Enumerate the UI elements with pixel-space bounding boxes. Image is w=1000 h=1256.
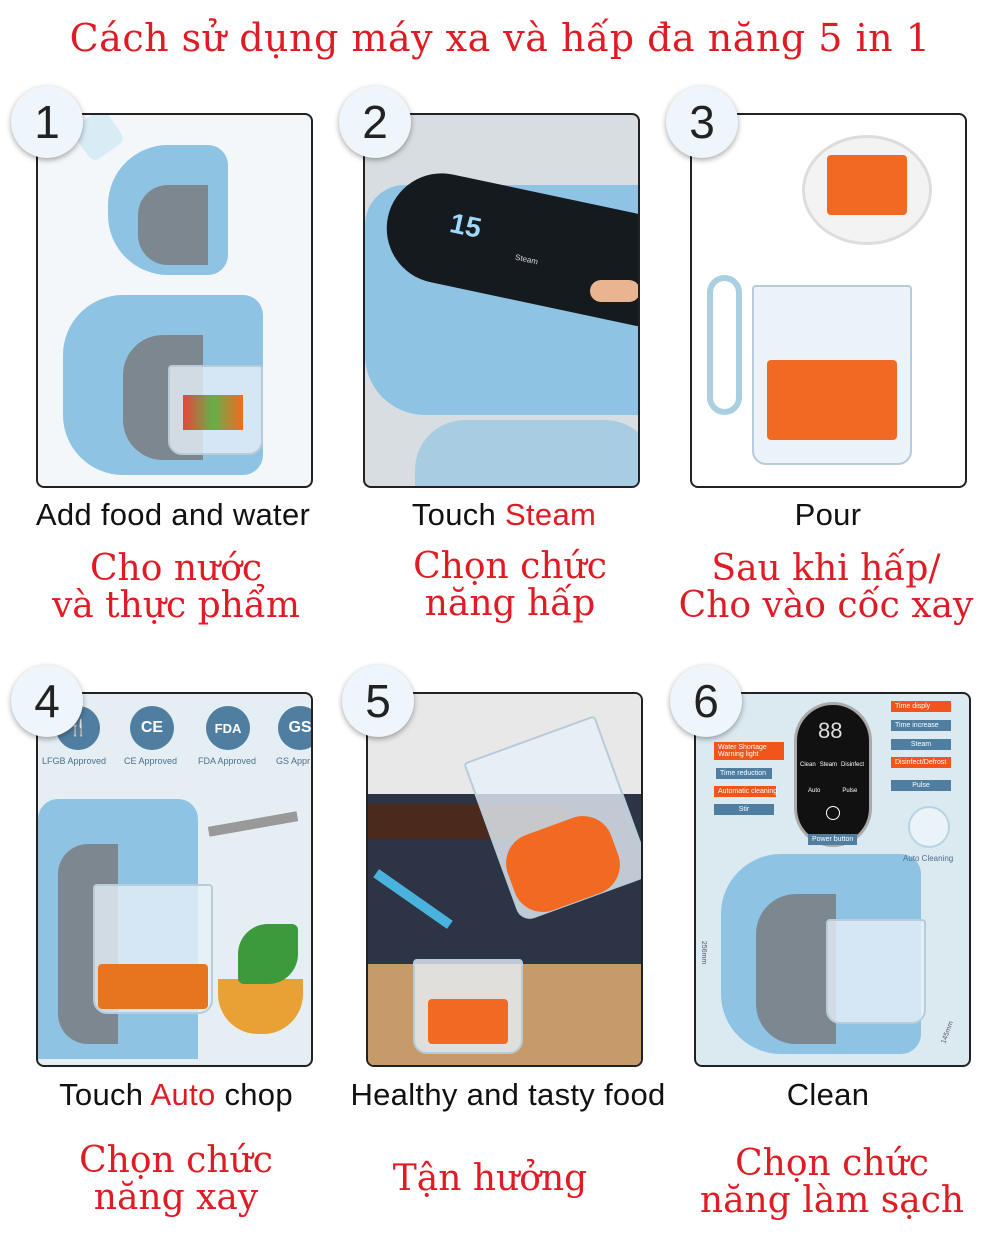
caption-text: Touch <box>411 497 506 532</box>
panel-buttons-row-2: Auto Pulse <box>808 788 857 794</box>
label-time-increase: Time increase <box>891 720 951 731</box>
step-2-image: 15 Steam <box>363 113 640 488</box>
carrots-in-jar <box>767 360 897 440</box>
puree-bowl <box>218 979 303 1034</box>
pulse-button[interactable]: Pulse <box>842 788 858 794</box>
step-number-1: 1 <box>11 86 83 158</box>
jar-handle <box>707 275 742 415</box>
appliance-body <box>138 185 208 265</box>
caption-text: chop <box>215 1077 293 1112</box>
vi-line-1: Chọn chức <box>413 546 607 587</box>
label-time-display: Time disply <box>891 701 951 712</box>
gs-icon: GS <box>278 706 311 750</box>
step-5-image <box>366 692 643 1067</box>
step-number-4: 4 <box>11 665 83 737</box>
finger <box>590 280 638 302</box>
page-title: Cách sử dụng máy xa và hấp đa năng 5 in … <box>69 16 931 60</box>
step-number-6: 6 <box>670 665 742 737</box>
width-dimension: 145mm <box>940 1020 955 1045</box>
control-panel <box>794 702 872 847</box>
vi-line-1: Sau khi hấp/ <box>711 548 941 589</box>
jar <box>826 919 926 1024</box>
vi-line-1: Chọn chức <box>79 1140 273 1181</box>
step-5-caption-vi: Tận hưởng <box>392 1158 588 1199</box>
carrots <box>827 155 907 215</box>
step-1-image <box>36 113 313 488</box>
vi-line-2: năng làm sạch <box>699 1180 965 1221</box>
greens <box>238 924 298 984</box>
step-3-image <box>690 113 967 488</box>
label-steam: Steam <box>891 739 951 750</box>
time-display: 88 <box>818 718 843 743</box>
auto-cleaning-icon[interactable] <box>908 806 950 848</box>
caption-highlight: Steam <box>505 497 597 532</box>
blade <box>207 811 299 837</box>
step-1-caption-en: Add food and water <box>35 497 311 532</box>
label-pulse: Pulse <box>891 780 951 791</box>
steam-button[interactable]: Steam <box>819 762 838 768</box>
step-number-2: 2 <box>339 86 411 158</box>
time-display: 15 <box>447 207 485 244</box>
vi-line-1: Cho nước <box>89 548 263 589</box>
disinfect-button[interactable]: Disinfect <box>841 762 865 768</box>
badge-label: CE Approved <box>124 756 178 766</box>
label-disinfect: Disinfect/Defrost <box>891 757 951 768</box>
carrot-pieces <box>428 999 508 1044</box>
height-dimension: 256mm <box>700 940 708 965</box>
step-3-caption-vi: Sau khi hấp/Cho vào cốc xay <box>656 550 996 624</box>
label-water-warning: Water Shortage Warning light <box>714 742 784 760</box>
vi-line-2: và thực phẩm <box>51 585 301 626</box>
step-4-caption-en: Touch Auto chop <box>6 1077 346 1113</box>
step-2-caption-en: Touch Steam <box>334 497 674 533</box>
badge-label: FDA Approved <box>198 756 257 766</box>
vi-line-2: năng hấp <box>424 583 596 624</box>
label-time-reduction: Time reduction <box>716 768 772 779</box>
jar <box>168 365 263 455</box>
step-number-5: 5 <box>342 665 414 737</box>
vi-line-1: Chọn chức <box>735 1143 929 1184</box>
ce-icon: CE <box>130 706 174 750</box>
badge-label: LFGB Approved <box>42 756 107 766</box>
label-auto-cleaning-button: Auto Cleaning <box>903 854 954 863</box>
step-4-image: 🍴 LFGB Approved CE CE Approved FDA FDA A… <box>36 692 313 1067</box>
label-stir: Stir <box>714 804 774 815</box>
vegetables <box>183 395 243 430</box>
step-5-caption-en: Healthy and tasty food <box>350 1077 666 1112</box>
vi-line-2: năng xay <box>93 1177 259 1218</box>
badge-label: GS Appr <box>276 756 311 766</box>
appliance-stand <box>756 894 836 1044</box>
clean-button[interactable]: Clean <box>800 762 816 768</box>
step-number-3: 3 <box>666 86 738 158</box>
label-power-button: Power button <box>808 834 858 845</box>
caption-text: Touch <box>59 1077 151 1112</box>
fda-icon: FDA <box>206 706 250 750</box>
vi-line-2: Cho vào cốc xay <box>678 585 974 626</box>
caption-highlight: Auto <box>150 1077 216 1112</box>
base <box>415 420 638 486</box>
auto-button[interactable]: Auto <box>808 788 821 794</box>
step-6-caption-en: Clean <box>786 1077 870 1112</box>
label-auto-cleaning: Automatic cleaning <box>714 786 777 797</box>
puree <box>98 964 208 1009</box>
power-icon[interactable] <box>826 806 840 820</box>
step-3-caption-en: Pour <box>794 497 862 532</box>
